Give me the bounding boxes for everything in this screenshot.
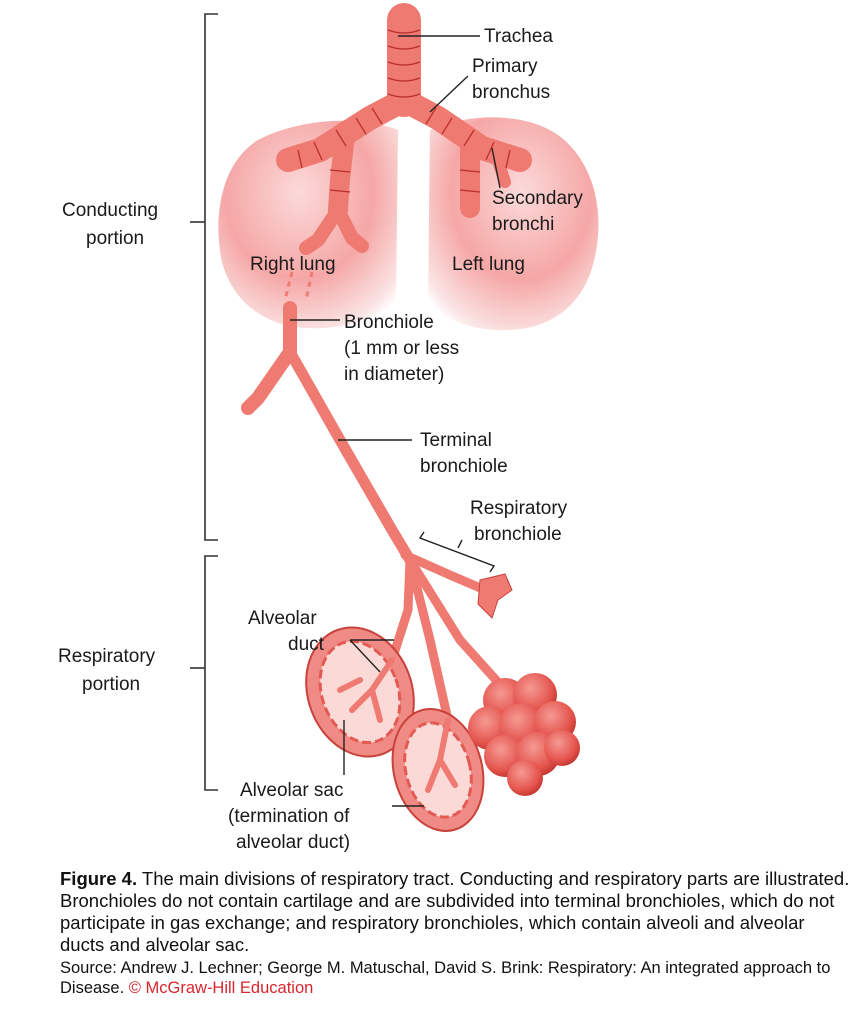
figure-label: Figure 4. [60, 868, 138, 889]
label-alveolar-sac-line3: alveolar duct) [236, 832, 350, 853]
label-trachea: Trachea [484, 26, 553, 47]
label-respiratory-portion-line1: Respiratory [58, 646, 156, 667]
label-left-lung: Left lung [452, 254, 525, 275]
cartilage-rings [297, 29, 511, 193]
alveolar-sac-lower [391, 708, 485, 832]
label-terminal-bronchiole-line1: Terminal [420, 430, 492, 451]
dashed-connector [283, 271, 314, 301]
label-respiratory-bronchiole-line2: bronchiole [474, 524, 562, 545]
label-conducting-portion-line1: Conducting [62, 200, 158, 221]
bronchial-tree [276, 3, 532, 255]
conducting-portion-bracket [190, 13, 218, 541]
label-alveolar-duct-line2: duct [288, 634, 325, 655]
lower-airway [241, 301, 513, 725]
label-secondary-bronchi-line2: bronchi [492, 214, 554, 235]
label-respiratory-bronchiole-line1: Respiratory [470, 498, 568, 519]
right-lung-shape [218, 120, 398, 329]
label-primary-bronchus-line2: bronchus [472, 82, 550, 103]
label-bronchiole-line3: in diameter) [344, 364, 444, 385]
label-secondary-bronchi-line1: Secondary [492, 188, 583, 209]
label-bronchiole-line1: Bronchiole [344, 312, 434, 333]
figure-caption: Figure 4. The main divisions of respirat… [60, 868, 850, 998]
caption-description: The main divisions of respiratory tract.… [60, 868, 850, 955]
label-alveolar-sac-line2: (termination of [228, 806, 350, 827]
caption-source-block: Source: Andrew J. Lechner; George M. Mat… [60, 958, 850, 998]
respiratory-tract-diagram: Trachea Primary bronchus Secondary bronc… [58, 3, 599, 853]
label-conducting-portion-line2: portion [86, 228, 144, 249]
label-alveolar-duct-line1: Alveolar [248, 608, 317, 629]
label-terminal-bronchiole-line2: bronchiole [420, 456, 508, 477]
label-respiratory-portion-line2: portion [82, 674, 140, 695]
alveolar-sac-upper [305, 626, 415, 758]
leader-lines [290, 35, 501, 807]
label-alveolar-sac-line1: Alveolar sac [240, 780, 344, 801]
label-right-lung: Right lung [250, 254, 336, 275]
copyright-link[interactable]: © McGraw-Hill Education [128, 979, 314, 997]
respiratory-portion-bracket [190, 555, 218, 791]
alveoli-cluster [468, 673, 580, 796]
label-bronchiole-line2: (1 mm or less [344, 338, 459, 359]
label-primary-bronchus-line1: Primary [472, 56, 538, 77]
source-citation: Source: Andrew J. Lechner; George M. Mat… [60, 959, 831, 997]
caption-text-block: Figure 4. The main divisions of respirat… [60, 868, 850, 956]
